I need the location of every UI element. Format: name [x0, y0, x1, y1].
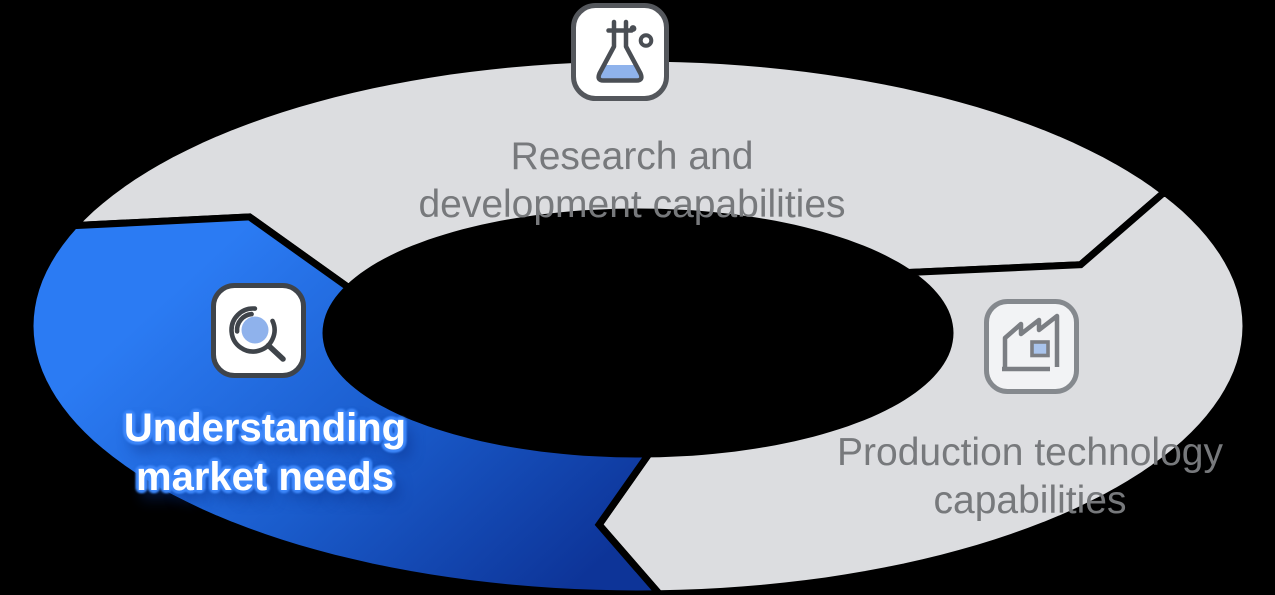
label-line: Research and: [510, 135, 754, 178]
label-market-needs: Understanding market needs: [15, 404, 515, 502]
label-line: market needs: [136, 455, 394, 499]
label-line: development capabilities: [418, 183, 846, 226]
flask-icon: [570, 2, 670, 107]
label-line: Understanding: [123, 406, 407, 450]
factory-icon: [983, 298, 1080, 400]
label-production-technology: Production technology capabilities: [730, 429, 1275, 525]
label-research-development: Research and development capabilities: [332, 133, 932, 229]
magnifier-icon: [210, 282, 307, 384]
segment-market-needs: [26, 213, 665, 595]
label-line: capabilities: [933, 479, 1127, 522]
label-line: Production technology: [837, 431, 1223, 474]
